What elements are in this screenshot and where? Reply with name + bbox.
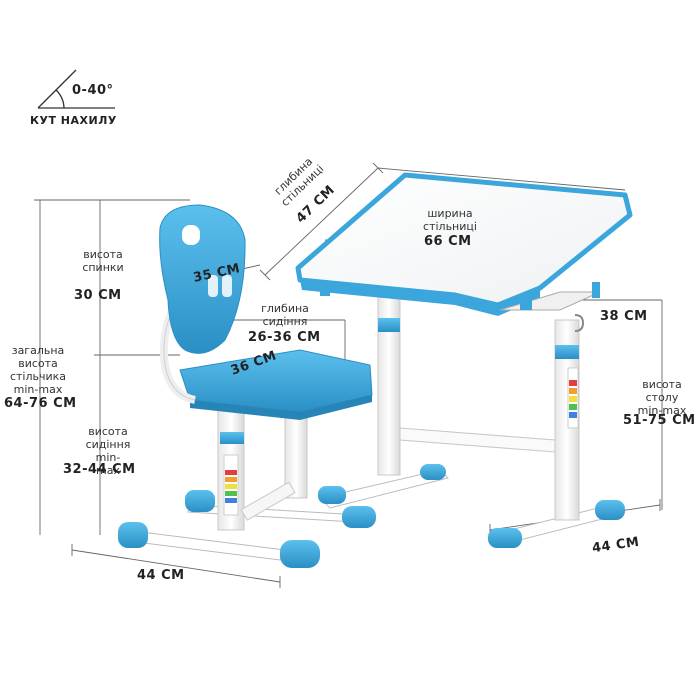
seat-height-value: 32-44 СМ: [63, 462, 136, 477]
chair-total-height-label: загальна висота стільчика min-max: [9, 344, 67, 396]
desktop-width-value: 66 СМ: [424, 234, 472, 249]
backrest-height-label: висота спинки: [82, 248, 124, 274]
desk-height-value: 51-75 СМ: [623, 413, 696, 428]
tilt-angle-value: 0-40°: [72, 83, 114, 98]
chair-total-height-value: 64-76 СМ: [4, 396, 77, 411]
tilt-angle-icon: [37, 69, 115, 109]
seat-depth-label: глибина сидіння: [261, 302, 309, 328]
seat-height-label: висота сидіння min-max: [85, 425, 131, 477]
desk-height-label: висота столу min-max: [637, 378, 687, 417]
tilt-angle-label: КУТ НАХИЛУ: [30, 114, 117, 127]
desk: [295, 172, 633, 548]
shelf-depth-value: 38 СМ: [600, 309, 648, 324]
seat-depth-value: 26-36 СМ: [248, 330, 321, 345]
backrest-height-value: 30 СМ: [74, 288, 122, 303]
chair: [118, 204, 376, 568]
desktop-width-label: ширина стільниці: [423, 207, 477, 233]
chair-base-width-value: 44 СМ: [137, 568, 185, 583]
